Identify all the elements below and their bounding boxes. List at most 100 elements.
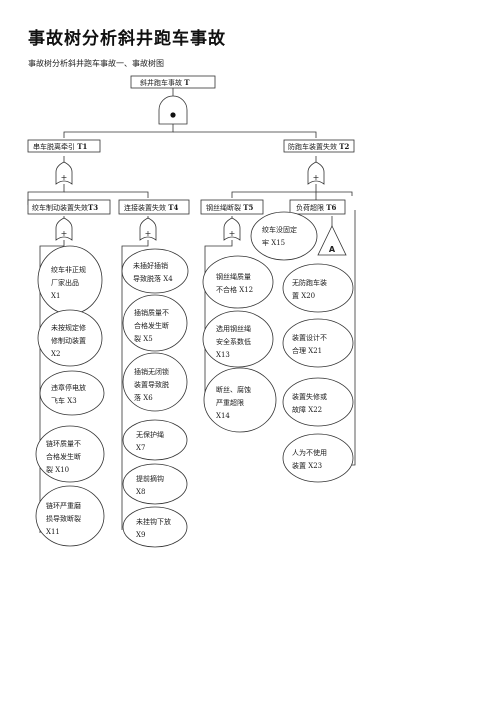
event-X10: 链环质量不 合格发生断 裂 X10 [35, 425, 105, 483]
event-X6-line1: 插销无闭锁 [134, 367, 169, 376]
event-T4-code: T4 [168, 203, 178, 212]
svg-text:防跑车装置失效 T2: 防跑车装置失效 T2 [288, 142, 349, 151]
event-T3-label: 绞车制动装置失效 [32, 203, 88, 212]
event-X10-line1: 链环质量不 [46, 439, 81, 448]
event-X11: 链环严重磨 损导致断裂 X11 [35, 485, 105, 547]
event-X2-line3: X2 [51, 350, 60, 358]
event-X1: 绞车非正规 厂家出品 X1 [37, 245, 103, 315]
event-T6-code: T6 [326, 203, 336, 212]
event-X5: 插销质量不 合格发生断 裂 X5 [122, 294, 188, 352]
event-X15-line1: 绞车没固定 [262, 225, 297, 234]
svg-text:负荷超限 T6: 负荷超限 T6 [296, 203, 336, 212]
event-X11-line3: X11 [46, 528, 60, 536]
or-gate-T3: + [55, 217, 73, 241]
event-T2: 防跑车装置失效 T2 [283, 139, 355, 153]
event-X15: 绞车没固定 牢 X15 [250, 211, 318, 261]
or-gate-T4: + [139, 217, 157, 241]
event-X14-line1: 断丝、腐蚀 [216, 385, 251, 394]
event-X2: 未按规定修 修制动装置 X2 [37, 309, 103, 367]
top-event-label: 斜井跑车事故 [140, 78, 182, 87]
event-T5-code: T5 [243, 203, 253, 212]
event-X9: 未挂钩下放 X9 [122, 506, 188, 548]
event-T1-label: 串车脱离牵引 [33, 142, 75, 151]
event-X7-line1: 无保护绳 [136, 430, 164, 439]
event-X14-line3: X14 [216, 412, 230, 420]
event-X6-line3: 落 X6 [134, 393, 153, 402]
event-X9-line1: 未挂钩下放 [136, 517, 171, 526]
or-gate-T1-symbol: + [61, 173, 68, 182]
event-X6-line2: 装置导致脱 [134, 380, 169, 389]
event-X8-line1: 提前摘钩 [136, 474, 164, 483]
event-X3-line2: 飞车 X3 [51, 396, 77, 405]
or-gate-T4-symbol: + [145, 229, 152, 238]
event-X3-line1: 违章停电放 [51, 383, 86, 392]
event-X11-line2: 损导致断裂 [46, 514, 81, 523]
event-X13-line3: X13 [216, 351, 230, 359]
event-X4-line1: 未插好插销 [133, 261, 168, 270]
transfer-A-label: A [329, 245, 336, 254]
event-T2-label: 防跑车装置失效 [288, 142, 337, 151]
svg-text:连接装置失效 T4: 连接装置失效 T4 [124, 203, 178, 212]
event-X9-line2: X9 [136, 531, 145, 539]
event-X14: 断丝、腐蚀 严重超限 X14 [203, 367, 277, 433]
event-X12-line2: 不合格 X12 [216, 285, 253, 294]
event-X7: 无保护绳 X7 [122, 419, 188, 461]
event-T1: 串车脱离牵引 T1 [27, 139, 101, 153]
event-X2-line2: 修制动装置 [51, 336, 86, 345]
event-X5-line3: 裂 X5 [134, 334, 153, 343]
event-X20-line1: 无防跑车装 [292, 278, 327, 287]
event-T4-label: 连接装置失效 [124, 203, 166, 212]
event-X8-line2: X8 [136, 488, 145, 496]
event-T4: 连接装置失效 T4 [118, 199, 190, 215]
event-X6: 插销无闭锁 装置导致脱 落 X6 [122, 352, 188, 412]
event-X21: 装置设计不 合理 X21 [282, 318, 354, 368]
event-X20-line2: 置 X20 [292, 292, 315, 300]
event-X23-line1: 人为不使用 [292, 448, 327, 457]
page-subtitle: 事故树分析斜井跑车事故一、事故树图 [28, 59, 164, 68]
or-gate-T1: + [55, 161, 73, 185]
event-T5-label: 钢丝绳断裂 [206, 203, 241, 212]
event-X15-line2: 牢 X15 [262, 238, 285, 247]
event-X23: 人为不使用 装置 X23 [282, 433, 354, 483]
event-X22: 装置失修或 故障 X22 [282, 377, 354, 427]
event-T6: 负荷超限 T6 [289, 199, 346, 215]
event-X1-line2: 厂家出品 [51, 278, 79, 287]
svg-text:斜井跑车事故 T: 斜井跑车事故 T [140, 78, 190, 87]
event-X8: 提前摘钩 X8 [122, 463, 188, 505]
event-T3: 绞车制动装置失效T3 [27, 199, 111, 215]
event-T3-code: T3 [88, 203, 98, 212]
event-X21-line1: 装置设计不 [292, 333, 327, 342]
event-X1-line1: 绞车非正规 [51, 265, 86, 274]
event-X12: 钢丝绳质量 不合格 X12 [202, 255, 274, 309]
event-X23-line2: 装置 X23 [292, 461, 322, 470]
event-X10-line2: 合格发生断 [46, 452, 81, 461]
event-X4: 未插好插销 导致脱落 X4 [121, 248, 189, 294]
page-title: 事故树分析斜井跑车事故 [28, 29, 226, 49]
event-X1-line3: X1 [51, 292, 60, 300]
event-X20: 无防跑车装 置 X20 [282, 263, 354, 313]
event-T2-code: T2 [339, 142, 349, 151]
event-X11-line1: 链环严重磨 [46, 501, 81, 510]
event-X2-line1: 未按规定修 [51, 323, 86, 332]
event-X13-line1: 选用钢丝绳 [216, 324, 251, 333]
event-X21-line2: 合理 X21 [292, 346, 322, 355]
event-X22-line2: 故障 X22 [292, 405, 322, 414]
event-X13-line2: 安全系数低 [216, 337, 251, 346]
event-X4-line2: 导致脱落 X4 [133, 274, 173, 283]
svg-text:串车脱离牵引 T1: 串车脱离牵引 T1 [33, 142, 87, 151]
event-T5: 钢丝绳断裂 T5 [200, 199, 264, 215]
event-X5-line2: 合格发生断 [134, 321, 169, 330]
or-gate-T5: + [223, 217, 241, 241]
top-event-code: T [184, 78, 190, 87]
or-gate-T3-symbol: + [61, 229, 68, 238]
svg-text:绞车制动装置失效T3: 绞车制动装置失效T3 [32, 203, 98, 212]
transfer-triangle-A: A [317, 225, 347, 256]
top-event-T: 斜井跑车事故 T [130, 75, 216, 89]
event-X5-line1: 插销质量不 [134, 308, 169, 317]
or-gate-T2-symbol: + [313, 173, 320, 182]
event-X13: 选用钢丝绳 安全系数低 X13 [202, 310, 274, 368]
event-X10-line3: 裂 X10 [46, 465, 69, 474]
event-X22-line1: 装置失修或 [292, 392, 327, 401]
event-X3: 违章停电放 飞车 X3 [39, 370, 105, 416]
